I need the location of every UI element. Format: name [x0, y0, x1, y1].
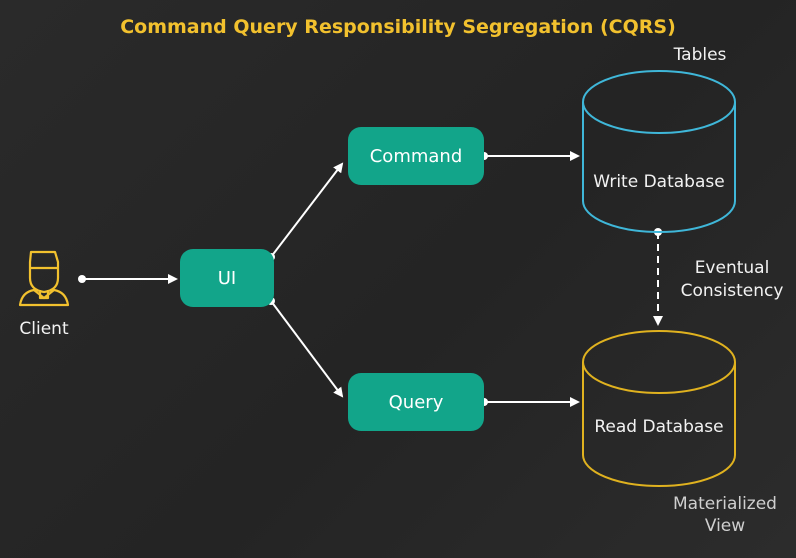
read-db-caption-line1: Materialized — [673, 494, 777, 514]
arrow-ui-to-command — [267, 162, 344, 261]
diagram-title: Command Query Responsibility Segregation… — [120, 16, 676, 38]
ui-node: UI — [180, 249, 274, 307]
eventual-consistency-line1: Eventual — [694, 258, 770, 278]
client-label: Client — [19, 319, 69, 339]
read-db-label: Read Database — [594, 417, 724, 437]
eventual-consistency-line2: Consistency — [680, 281, 784, 301]
eventual-consistency-label: Eventual Consistency — [672, 257, 792, 303]
arrow-ui-to-query — [267, 297, 344, 398]
command-node: Command — [348, 127, 484, 185]
arrow-query-to-read-db — [480, 397, 580, 407]
write-db-label: Write Database — [593, 172, 725, 192]
read-database-cylinder — [582, 330, 736, 487]
arrow-client-to-ui — [78, 274, 178, 284]
write-database-cylinder — [582, 70, 736, 233]
arrow-command-to-write-db — [480, 151, 580, 161]
write-db-caption: Tables — [673, 45, 727, 65]
read-db-caption-line2: View — [704, 516, 746, 536]
arrow-eventual-consistency — [653, 228, 663, 326]
read-db-caption: Materialized View — [660, 493, 790, 537]
user-icon — [18, 250, 70, 307]
query-node: Query — [348, 373, 484, 431]
